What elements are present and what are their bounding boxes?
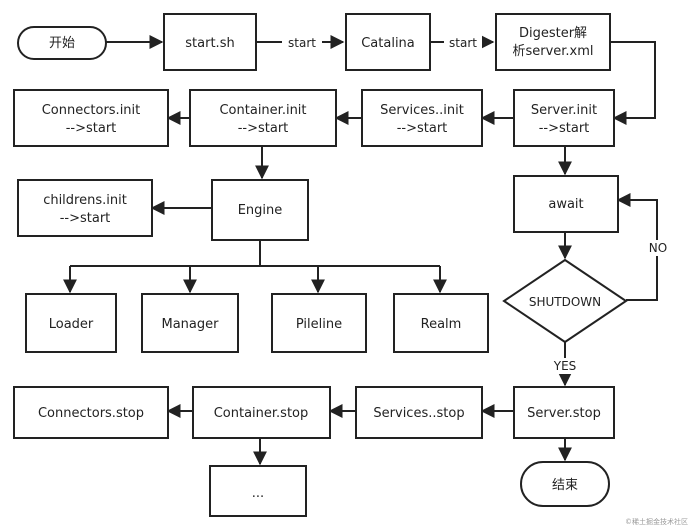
connectors-init-label-line1: Connectors.init [42, 103, 141, 118]
catalina-label: Catalina [361, 36, 415, 51]
edge-label-start-2: start [449, 36, 477, 50]
connectors-init-box [13, 89, 169, 147]
end-terminal-shape [520, 461, 610, 507]
childrens-init-label-line2: -->start [60, 211, 111, 226]
container-stop-box [192, 386, 331, 439]
connectors-stop-label: Connectors.stop [38, 406, 144, 421]
start-terminal-label: 开始 [49, 36, 75, 51]
realm-box [393, 293, 489, 353]
start-terminal-shape [17, 26, 107, 60]
container-init-label-line2: -->start [238, 121, 289, 136]
catalina-box [345, 13, 431, 71]
server-init-box [513, 89, 615, 147]
digester-label-line1: Digester解 [519, 26, 587, 41]
engine-box [211, 179, 309, 241]
loader-label: Loader [49, 317, 94, 332]
loader-box [25, 293, 117, 353]
await-label: await [548, 197, 583, 212]
server-stop-label: Server.stop [527, 406, 601, 421]
server-stop-box [513, 386, 615, 439]
edge-label-bg [444, 34, 482, 50]
server-init-label-line2: -->start [539, 121, 590, 136]
pipeline-label: Pileline [296, 317, 342, 332]
pipeline-box [271, 293, 367, 353]
edge-label-yes: YES [553, 359, 577, 373]
services-stop-label: Services..stop [373, 406, 464, 421]
edge-label-bg [282, 34, 322, 50]
childrens-init-label-line1: childrens.init [43, 193, 127, 208]
container-init-label-line1: Container.init [219, 103, 306, 118]
manager-label: Manager [162, 317, 220, 332]
connectors-stop-box [13, 386, 169, 439]
ellipsis-label: ... [252, 486, 264, 501]
watermark: ©稀土掘金技术社区 [625, 517, 688, 526]
manager-box [141, 293, 239, 353]
ellipsis-box [209, 465, 307, 517]
digester-label-line2: 析server.xml [512, 44, 593, 59]
edge-label-bg [550, 358, 580, 374]
services-stop-box [355, 386, 483, 439]
services-init-label-line2: -->start [397, 121, 448, 136]
shutdown-diamond [502, 258, 628, 344]
realm-label: Realm [421, 317, 462, 332]
end-terminal-label: 结束 [552, 478, 578, 493]
server-init-label-line1: Server.init [531, 103, 597, 118]
edge-digester-to-serverinit [610, 41, 656, 125]
start-sh-box [163, 13, 257, 71]
engine-label: Engine [238, 203, 283, 218]
edge-label-bg [646, 240, 670, 256]
await-box [513, 175, 619, 233]
edge-label-start-1: start [288, 36, 316, 50]
childrens-init-box [17, 179, 153, 237]
shutdown-label: SHUTDOWN [529, 295, 601, 309]
container-init-box [189, 89, 337, 147]
connectors-init-label-line2: -->start [66, 121, 117, 136]
start-sh-label: start.sh [185, 36, 234, 51]
container-stop-label: Container.stop [214, 406, 309, 421]
digester-box [495, 13, 611, 71]
services-init-label-line1: Services..init [380, 103, 464, 118]
edge-label-no: NO [649, 241, 667, 255]
services-init-box [361, 89, 483, 147]
